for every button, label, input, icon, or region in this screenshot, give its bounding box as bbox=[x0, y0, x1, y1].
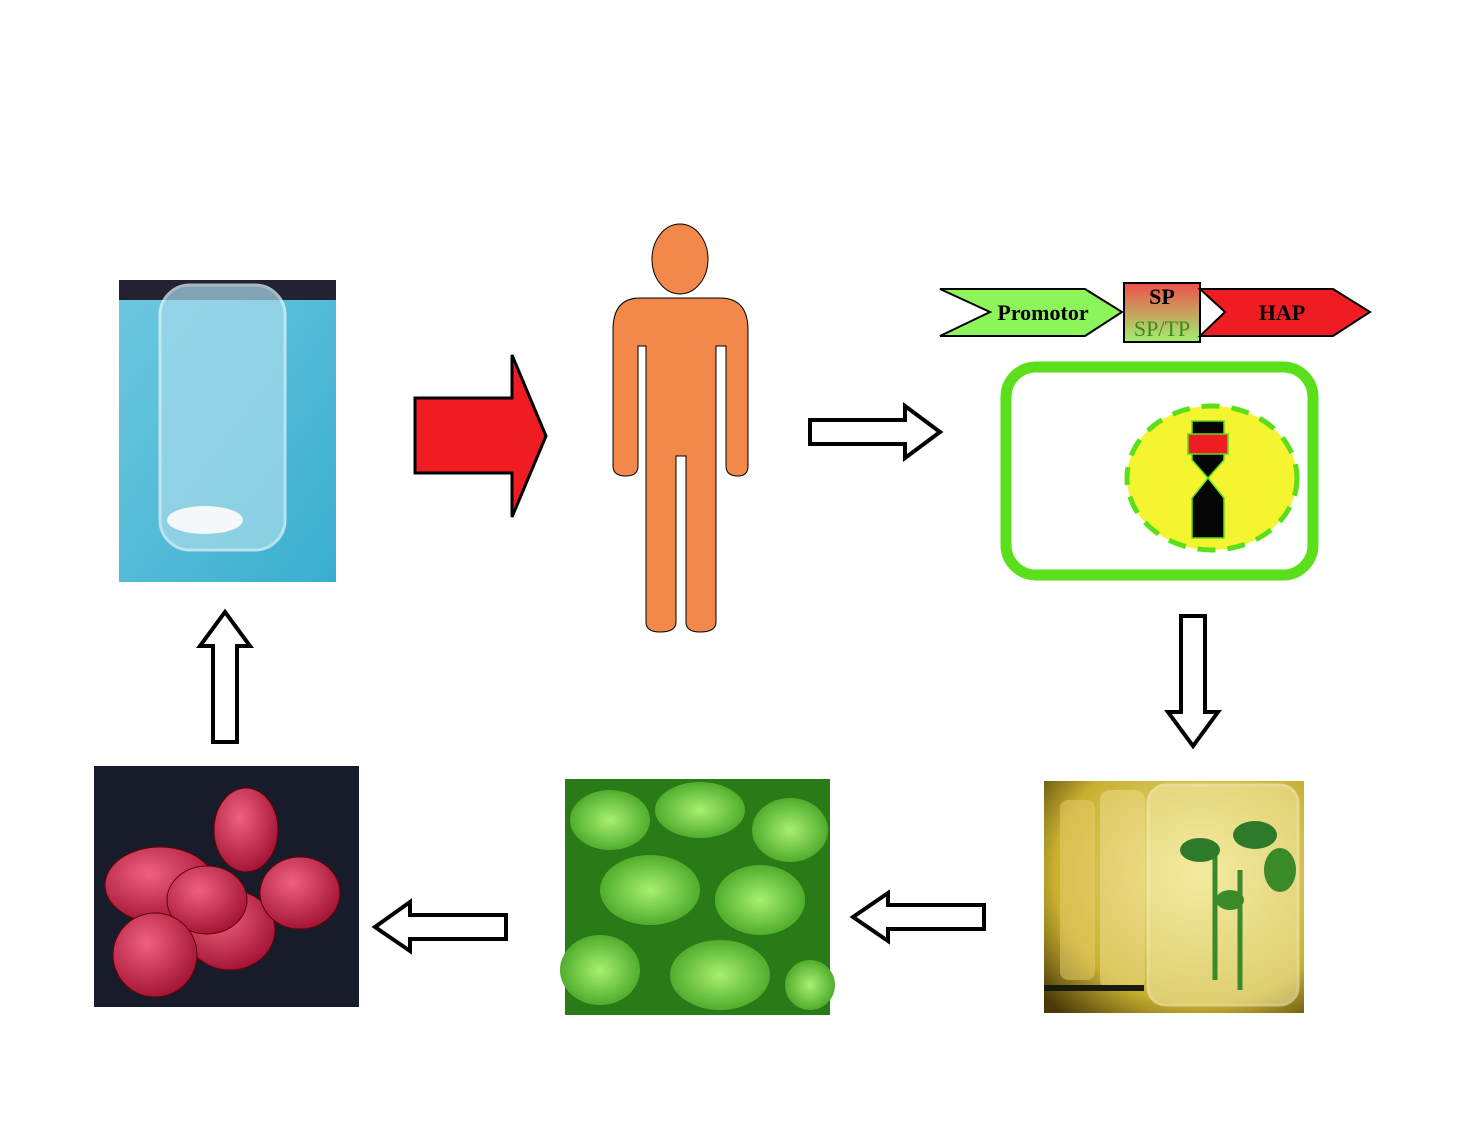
promoter-block bbox=[939, 288, 1124, 337]
hap-label: HAP bbox=[1259, 300, 1305, 325]
promoter-label: Promotor bbox=[997, 300, 1088, 325]
vial-photo bbox=[119, 280, 336, 582]
sp-label: SP bbox=[1149, 284, 1175, 309]
sptp-label: SP/TP bbox=[1134, 316, 1190, 341]
arrow-left-2 bbox=[371, 898, 508, 955]
arrow-up bbox=[196, 608, 254, 744]
potato-plants-photo bbox=[560, 779, 835, 1015]
arrow-right bbox=[808, 402, 944, 462]
hap-block bbox=[1197, 288, 1372, 337]
nucleus bbox=[1124, 403, 1300, 553]
sp-block bbox=[1123, 282, 1201, 343]
gene-construct: Promotor SP SP/TP HAP bbox=[939, 282, 1372, 343]
tissue-culture-photo bbox=[1044, 781, 1304, 1013]
human-figure bbox=[612, 223, 749, 633]
transgene-insert bbox=[1187, 433, 1229, 455]
potato-tubers-photo bbox=[94, 766, 359, 1007]
transgenic-cell bbox=[1000, 361, 1319, 581]
arrow-down bbox=[1164, 614, 1222, 750]
arrow-left-1 bbox=[849, 889, 986, 945]
big-red-arrow bbox=[413, 354, 548, 518]
